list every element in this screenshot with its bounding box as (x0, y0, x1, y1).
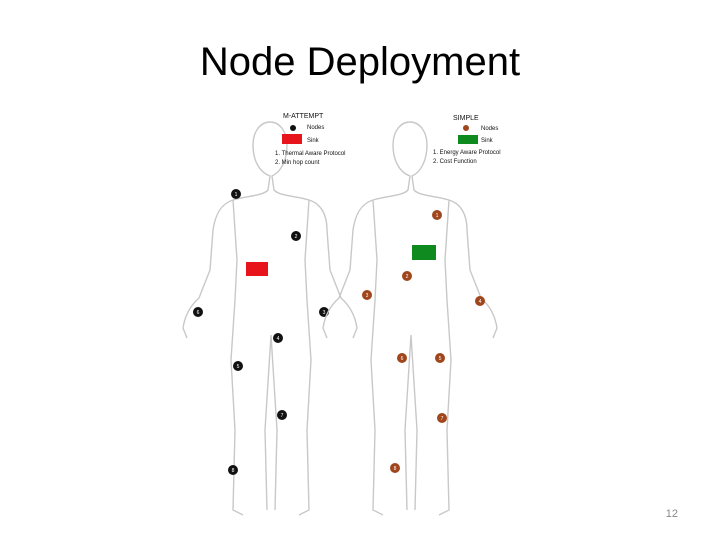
svg-text:3: 3 (323, 310, 326, 316)
right-node-7: 7 (437, 413, 447, 423)
right-legend-node-icon (463, 125, 469, 131)
svg-text:2: 2 (295, 234, 298, 240)
svg-text:1: 1 (235, 192, 238, 198)
left-node-5: 5 (233, 361, 243, 371)
svg-text:4: 4 (277, 336, 280, 342)
svg-text:5: 5 (237, 364, 240, 370)
left-node-6: 6 (193, 307, 203, 317)
svg-text:6: 6 (401, 356, 404, 362)
svg-text:7: 7 (281, 413, 284, 419)
right-body-outline (322, 121, 498, 516)
right-legend-sink: Sink (481, 138, 494, 144)
svg-text:8: 8 (394, 466, 397, 472)
slide-title: Node Deployment (199, 40, 521, 84)
svg-text:6: 6 (197, 310, 200, 316)
right-note-2: 2. Cost Function (433, 159, 477, 165)
left-legend-sink-icon (282, 134, 302, 144)
left-legend-sink: Sink (307, 138, 320, 144)
right-node-1: 1 (432, 210, 442, 220)
right-node-3: 3 (362, 290, 372, 300)
left-heading: M-ATTEMPT (283, 113, 324, 120)
right-node-6: 6 (397, 353, 407, 363)
right-legend-sink-icon (458, 135, 478, 144)
left-node-2: 2 (291, 231, 301, 241)
left-body-outline (182, 121, 358, 516)
left-figure: M-ATTEMPT Nodes Sink 1. Thermal Aware Pr… (182, 113, 358, 516)
right-figure: SIMPLE Nodes Sink 1. Energy Aware Protoc… (322, 115, 501, 516)
svg-text:7: 7 (441, 416, 444, 422)
left-node-1: 1 (231, 189, 241, 199)
svg-text:8: 8 (232, 468, 235, 474)
left-node-7: 7 (277, 410, 287, 420)
left-legend-nodes: Nodes (307, 125, 324, 131)
page-number: 12 (665, 508, 678, 520)
right-legend-nodes: Nodes (481, 126, 498, 132)
svg-text:3: 3 (366, 293, 369, 299)
left-legend-node-icon (290, 125, 296, 131)
right-node-8: 8 (390, 463, 400, 473)
right-note-1: 1. Energy Aware Protocol (433, 150, 501, 156)
svg-text:5: 5 (439, 356, 442, 362)
right-node-2: 2 (402, 271, 412, 281)
right-heading: SIMPLE (453, 115, 479, 122)
svg-text:4: 4 (479, 299, 482, 305)
right-node-5: 5 (435, 353, 445, 363)
svg-text:2: 2 (406, 274, 409, 280)
left-sink (246, 262, 268, 276)
svg-text:1: 1 (436, 213, 439, 219)
right-node-4: 4 (475, 296, 485, 306)
left-node-4: 4 (273, 333, 283, 343)
right-sink (412, 245, 436, 260)
body-diagram: M-ATTEMPT Nodes Sink 1. Thermal Aware Pr… (182, 113, 501, 516)
left-node-8: 8 (228, 465, 238, 475)
left-note-2: 2. Min hop count (275, 160, 320, 166)
left-note-1: 1. Thermal Aware Protocol (275, 151, 345, 157)
